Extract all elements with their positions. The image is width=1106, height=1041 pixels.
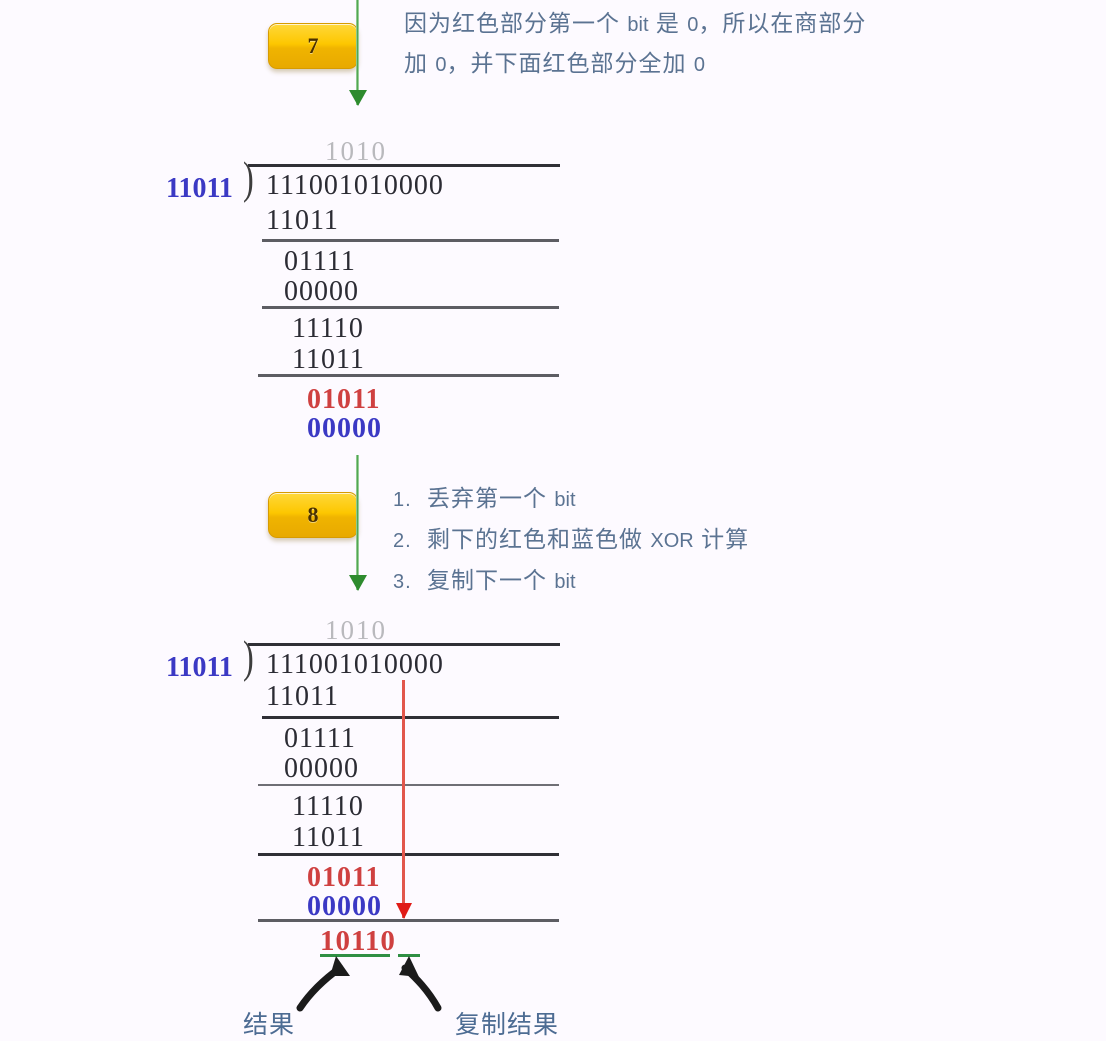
quotient-value-1: 1010 (325, 136, 387, 166)
step-badge-8: 8 (268, 492, 358, 538)
division-row: 11011 (266, 205, 339, 236)
arrow-head-icon (349, 575, 367, 591)
division-row-red: 01011 (307, 862, 381, 893)
division-row: 11011 (292, 822, 365, 853)
list-marker: 1. (393, 489, 412, 511)
note-seg: 因为红色部分第一个 (404, 10, 628, 36)
division-row: 111001010000 (266, 170, 444, 201)
step7-note-line1: 因为红色部分第一个 bit 是 0，所以在商部分 (404, 3, 866, 45)
division-row: 11011 (266, 681, 339, 712)
list-seg: 剩下的红色和蓝色做 (427, 526, 651, 552)
step-badge-8-label: 8 (307, 502, 319, 527)
note-seg: ，所以在商部分 (698, 10, 867, 36)
step-badge-7-label: 7 (307, 33, 319, 58)
step8-list-item-2: 2. 剩下的红色和蓝色做 XOR 计算 (393, 520, 749, 554)
division-separator (262, 239, 559, 242)
note-seg: bit (627, 14, 649, 36)
curved-arrow-left-head-icon (330, 956, 350, 976)
note-seg: ，并下面红色部分全加 (446, 50, 694, 76)
result-underline-xor (320, 954, 390, 957)
division-separator (258, 784, 559, 786)
note-seg: 0 (693, 54, 706, 76)
division-row: 01111 (284, 246, 356, 277)
arrow-shaft (356, 0, 359, 105)
list-seg: 复制下一个 (427, 567, 555, 593)
list-seg: XOR (650, 530, 694, 552)
note-seg: 0 (687, 14, 699, 36)
division-bracket-2: ) (243, 631, 254, 682)
division-separator (262, 716, 559, 719)
division-separator (262, 306, 559, 309)
division-row: 01111 (284, 723, 356, 754)
quotient-value-2: 1010 (325, 615, 387, 645)
list-marker: 3. (393, 571, 412, 593)
arrow-head-icon (396, 903, 412, 919)
division-row: 111001010000 (266, 649, 444, 680)
division-row: 00000 (284, 276, 359, 307)
division-vinculum-2 (248, 643, 560, 646)
caption-xor-result: 结果 (243, 1011, 296, 1039)
division-separator (258, 374, 559, 377)
xor-result-value: 10110 (320, 925, 396, 957)
green-down-arrow-step8 (349, 455, 367, 591)
arrow-shaft (402, 680, 405, 918)
list-marker: 2. (393, 530, 412, 552)
step8-list-item-1: 1. 丢弃第一个 bit (393, 479, 576, 513)
step8-list-item-3: 3. 复制下一个 bit (393, 561, 576, 595)
curved-arrow-right-head-icon (399, 956, 419, 977)
red-copy-down-arrow (396, 680, 412, 919)
list-seg: 丢弃第一个 (427, 485, 555, 511)
result-underline-copied (398, 954, 420, 957)
division-bracket-1: ) (243, 152, 254, 203)
division-row: 11110 (292, 791, 364, 822)
note-seg: 0 (435, 54, 447, 76)
step7-note-line2: 加 0，并下面红色部分全加 0 (404, 43, 705, 85)
division-row: 00000 (284, 753, 359, 784)
note-seg: 是 (648, 10, 688, 36)
list-seg: bit (554, 571, 576, 593)
division-row: 11011 (292, 344, 365, 375)
division-row-red: 01011 (307, 384, 381, 415)
caption-copy-result: 复制结果 (455, 1011, 560, 1039)
division-vinculum-1 (248, 164, 560, 167)
division-row-blue: 00000 (307, 413, 382, 444)
note-seg: 加 (404, 50, 436, 76)
arrow-shaft (356, 455, 359, 590)
divisor-value-1: 11011 (166, 173, 233, 204)
list-seg: 计算 (693, 526, 750, 552)
division-separator-final (258, 919, 559, 922)
division-row-blue: 00000 (307, 891, 382, 922)
step-badge-7: 7 (268, 23, 358, 69)
divisor-value-2: 11011 (166, 652, 233, 683)
division-row: 11110 (292, 313, 364, 344)
green-down-arrow-step7 (349, 0, 367, 106)
arrow-head-icon (349, 90, 367, 106)
division-separator (258, 853, 559, 856)
list-seg: bit (554, 489, 576, 511)
